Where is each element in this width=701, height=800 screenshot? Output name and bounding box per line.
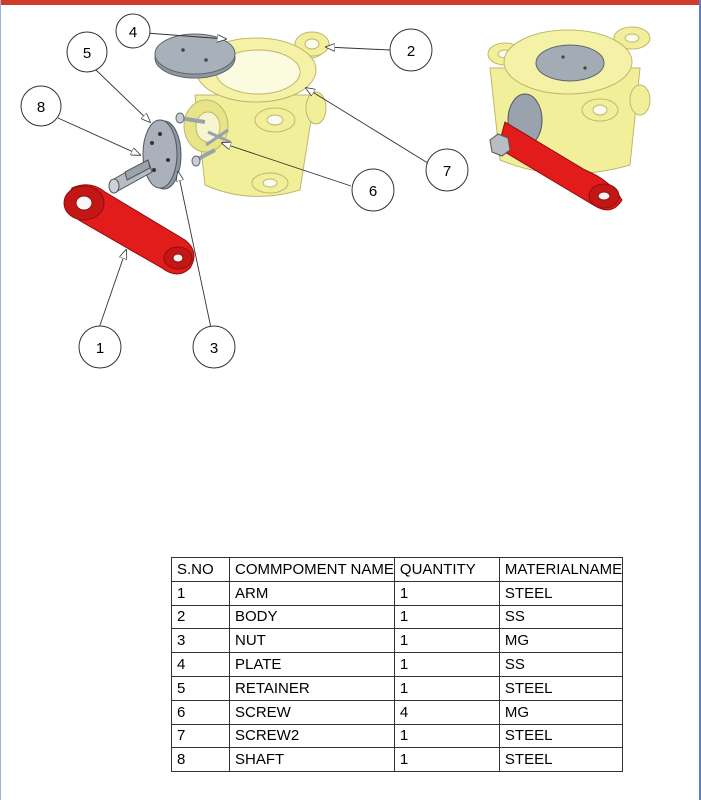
bom-cell-component: ARM [229, 580, 395, 606]
bom-cell-material: SS [498, 604, 624, 630]
bom-cell-component: RETAINER [229, 675, 395, 701]
balloon-3-number: 3 [210, 340, 218, 357]
bom-header-component: COMMPOMENT NAME [229, 557, 395, 582]
bom-cell-sno: 5 [171, 675, 230, 701]
shaft-part [108, 159, 153, 194]
bom-cell-material: STEEL [498, 747, 624, 773]
bill-of-materials-table: S.NO COMMPOMENT NAME QUANTITY MATERIALNA… [171, 557, 624, 773]
balloon-2-number: 2 [407, 43, 415, 60]
balloon-1: 1 [78, 325, 122, 369]
bom-cell-component: BODY [229, 604, 395, 630]
bom-cell-sno: 2 [171, 604, 230, 630]
balloon-5-number: 5 [83, 45, 91, 62]
bom-cell-quantity: 1 [393, 652, 500, 677]
frame-right-border [699, 0, 701, 800]
bom-cell-quantity: 1 [393, 675, 500, 701]
bom-cell-quantity: 1 [393, 723, 500, 749]
bom-cell-component: SCREW2 [229, 723, 395, 749]
bom-cell-quantity: 1 [393, 604, 500, 630]
bom-cell-material: MG [498, 628, 624, 654]
balloon-5: 5 [66, 31, 108, 73]
bom-cell-sno: 7 [171, 723, 230, 749]
balloon-2: 2 [389, 28, 433, 72]
bom-cell-component: NUT [229, 628, 395, 654]
bom-cell-sno: 8 [171, 747, 230, 773]
balloon-4-number: 4 [129, 24, 137, 41]
balloon-4: 4 [115, 13, 151, 49]
balloon-3: 3 [192, 325, 236, 369]
bom-cell-quantity: 1 [393, 628, 500, 654]
plate-part [154, 33, 236, 79]
bom-header-quantity: QUANTITY [393, 557, 500, 582]
bom-cell-material: SS [498, 652, 624, 677]
bom-cell-sno: 3 [171, 628, 230, 654]
bom-cell-material: MG [498, 699, 624, 725]
bom-cell-component: SHAFT [229, 747, 395, 773]
bom-cell-quantity: 1 [393, 580, 500, 606]
assembled-view [487, 26, 651, 211]
screws-part [175, 112, 231, 167]
bom-cell-quantity: 4 [393, 699, 500, 725]
balloon-8-number: 8 [37, 99, 45, 116]
bom-cell-material: STEEL [498, 675, 624, 701]
bom-header-row: S.NO COMMPOMENT NAME QUANTITY MATERIALNA… [171, 557, 624, 582]
bom-cell-quantity: 1 [393, 747, 500, 773]
balloon-6: 6 [351, 168, 395, 212]
bom-body: S.NO COMMPOMENT NAME QUANTITY MATERIALNA… [171, 557, 624, 773]
top-accent-bar [0, 0, 701, 5]
bom-cell-material: STEEL [498, 580, 624, 606]
balloon-7-number: 7 [443, 163, 451, 180]
bom-cell-sno: 1 [171, 580, 230, 606]
frame-left-border [0, 0, 1, 800]
bom-cell-sno: 4 [171, 652, 230, 677]
balloon-1-number: 1 [96, 340, 104, 357]
body-part [183, 31, 330, 197]
bom-cell-component: SCREW [229, 699, 395, 725]
bom-cell-component: PLATE [229, 652, 395, 677]
balloon-6-number: 6 [369, 183, 377, 200]
leader-lines [57, 32, 432, 329]
exploded-assembly-view: 1 2 3 4 5 6 7 8 [20, 13, 651, 369]
bom-header-material: MATERIALNAME [498, 557, 624, 582]
balloon-7: 7 [425, 148, 469, 192]
retainer-part [142, 119, 182, 190]
arm-part [63, 184, 195, 275]
bom-cell-sno: 6 [171, 699, 230, 725]
balloon-8: 8 [20, 85, 62, 127]
bom-header-sno: S.NO [171, 557, 230, 582]
bom-cell-material: STEEL [498, 723, 624, 749]
